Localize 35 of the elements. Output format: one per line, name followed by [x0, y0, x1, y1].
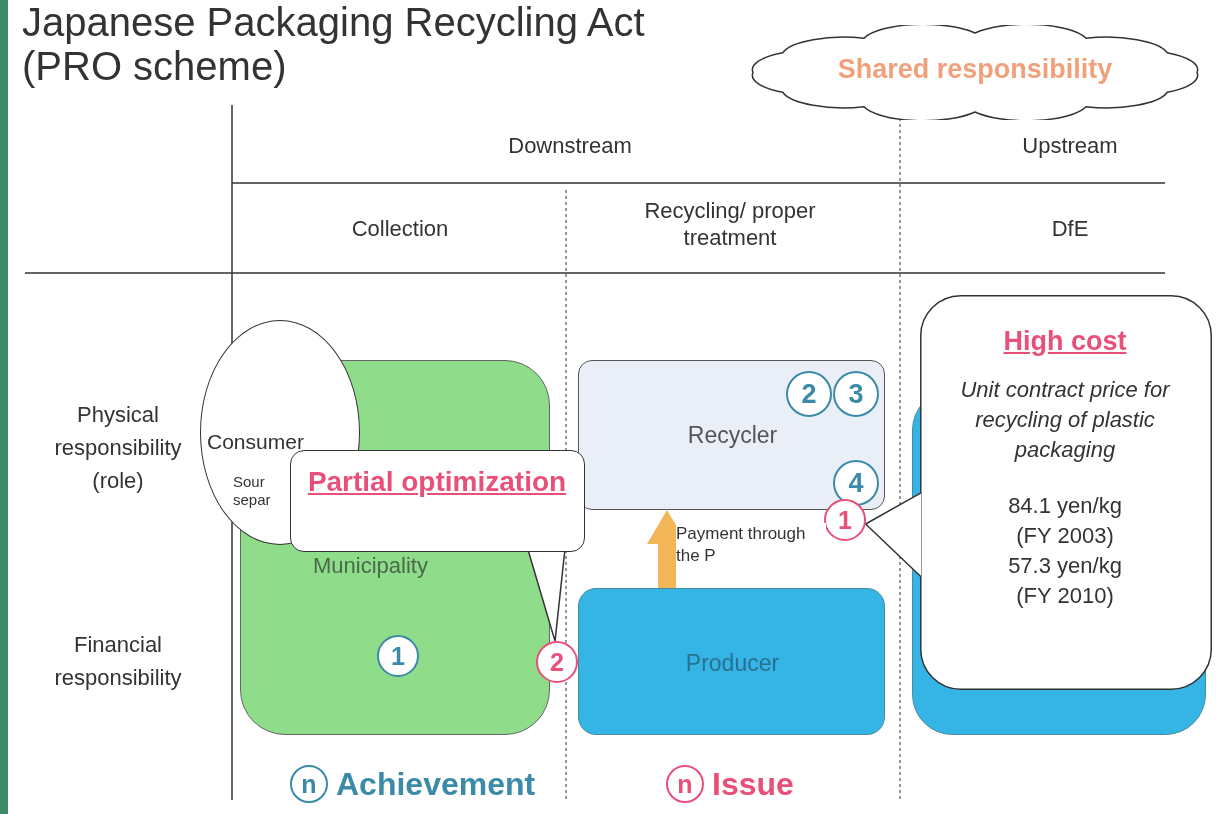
box-label: Recycler [686, 421, 779, 449]
table-header: Recycling/ proper treatment [643, 197, 817, 251]
ellipse-label: Consumer [207, 429, 305, 454]
achievement-marker: 4 [833, 460, 879, 506]
price-text: 84.1 yen/kg (FY 2003) [1007, 492, 1123, 550]
recycler-box [578, 360, 885, 510]
table-header: Upstream [1021, 132, 1119, 159]
callout-tail [527, 551, 566, 642]
edge-label: Payment through the P [676, 523, 826, 567]
box-label: Municipality [313, 553, 429, 579]
callout-tail [864, 492, 922, 578]
table-header: Collection [350, 215, 450, 242]
callout-heading: High cost [1002, 325, 1128, 357]
box-label: Producer [684, 649, 781, 677]
achievement-marker: 2 [786, 371, 832, 417]
achievement-marker: 1 [377, 635, 419, 677]
achievement-marker: 3 [833, 371, 879, 417]
cloud-text: Shared responsibility [836, 53, 1114, 85]
table-header: Downstream [507, 132, 633, 159]
callout-heading: Partial optimization [306, 465, 568, 499]
legend-text: Issue [712, 765, 794, 803]
legend-marker: n [666, 765, 704, 803]
callout-box [290, 450, 585, 552]
legend-text: Achievement [336, 765, 536, 803]
ellipse-note: Sour separ [233, 473, 272, 509]
title: Japanese Packaging Recycling Act (PRO scheme) [22, 0, 646, 88]
legend-marker: n [290, 765, 328, 803]
callout-text: Unit contract price for recycling of plastic packaging [959, 376, 1172, 464]
callout-card [912, 295, 1212, 735]
producer-box [578, 588, 885, 735]
issue-marker: 2 [536, 641, 578, 683]
table-header: Physical responsibility (role) [53, 401, 183, 495]
table-header: Financial responsibility [53, 631, 183, 692]
table-header: DfE [1050, 215, 1090, 242]
price-text: 57.3 yen/kg (FY 2010) [1007, 552, 1123, 610]
